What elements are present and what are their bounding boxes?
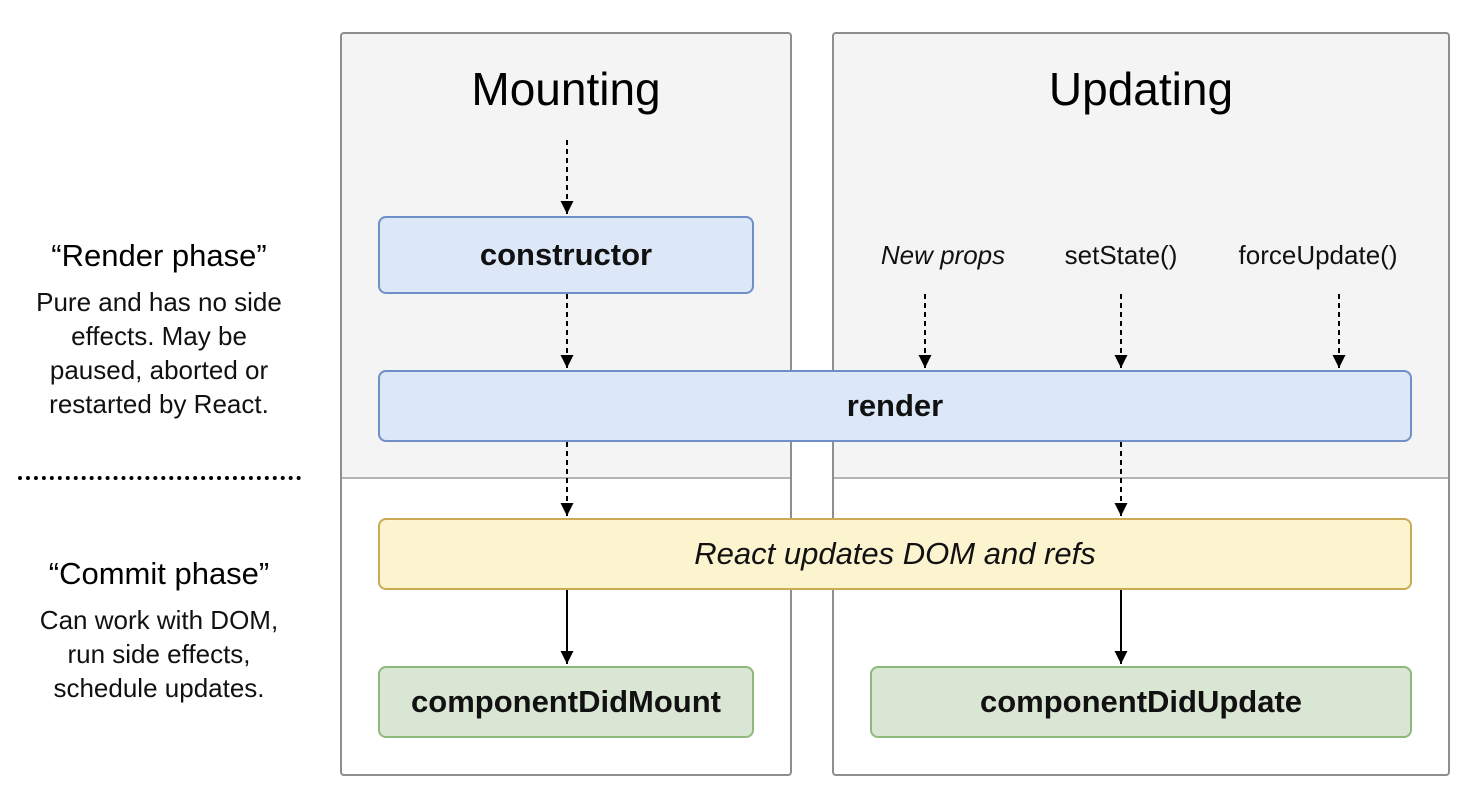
constructor-box: constructor xyxy=(378,216,754,294)
mounting-title: Mounting xyxy=(471,63,661,115)
render-phase-line: paused, aborted or xyxy=(49,355,269,385)
dom-update-box: React updates DOM and refs xyxy=(378,518,1412,590)
phase-separator xyxy=(18,476,301,480)
updating-phase-divider xyxy=(834,477,1448,479)
render-phase-line: restarted by React. xyxy=(49,389,269,419)
component-did-update-box: componentDidUpdate xyxy=(870,666,1412,738)
updating-title: Updating xyxy=(1048,63,1234,115)
render-phase-line: effects. May be xyxy=(71,321,247,351)
commit-phase-line: run side effects, xyxy=(67,639,251,669)
trigger-new-props: New props xyxy=(880,240,1006,270)
trigger-set-state: setState() xyxy=(1064,240,1178,270)
render-box: render xyxy=(378,370,1412,442)
dom-update-label: React updates DOM and refs xyxy=(694,536,1096,571)
component-did-update-label: componentDidUpdate xyxy=(979,684,1303,719)
commit-phase-line: schedule updates. xyxy=(53,673,265,703)
component-did-mount-box: componentDidMount xyxy=(378,666,754,738)
commit-phase-line: Can work with DOM, xyxy=(39,605,279,635)
render-phase-line: Pure and has no side xyxy=(36,287,282,317)
trigger-force-update: forceUpdate() xyxy=(1238,240,1398,270)
render-phase-description: Pure and has no side effects. May be pau… xyxy=(0,285,318,421)
commit-phase-description: Can work with DOM, run side effects, sch… xyxy=(0,603,318,705)
constructor-label: constructor xyxy=(479,237,653,272)
component-did-mount-label: componentDidMount xyxy=(411,684,721,719)
commit-phase-title: “Commit phase” xyxy=(48,556,270,591)
render-label: render xyxy=(846,388,944,423)
render-phase-title: “Render phase” xyxy=(51,238,267,273)
